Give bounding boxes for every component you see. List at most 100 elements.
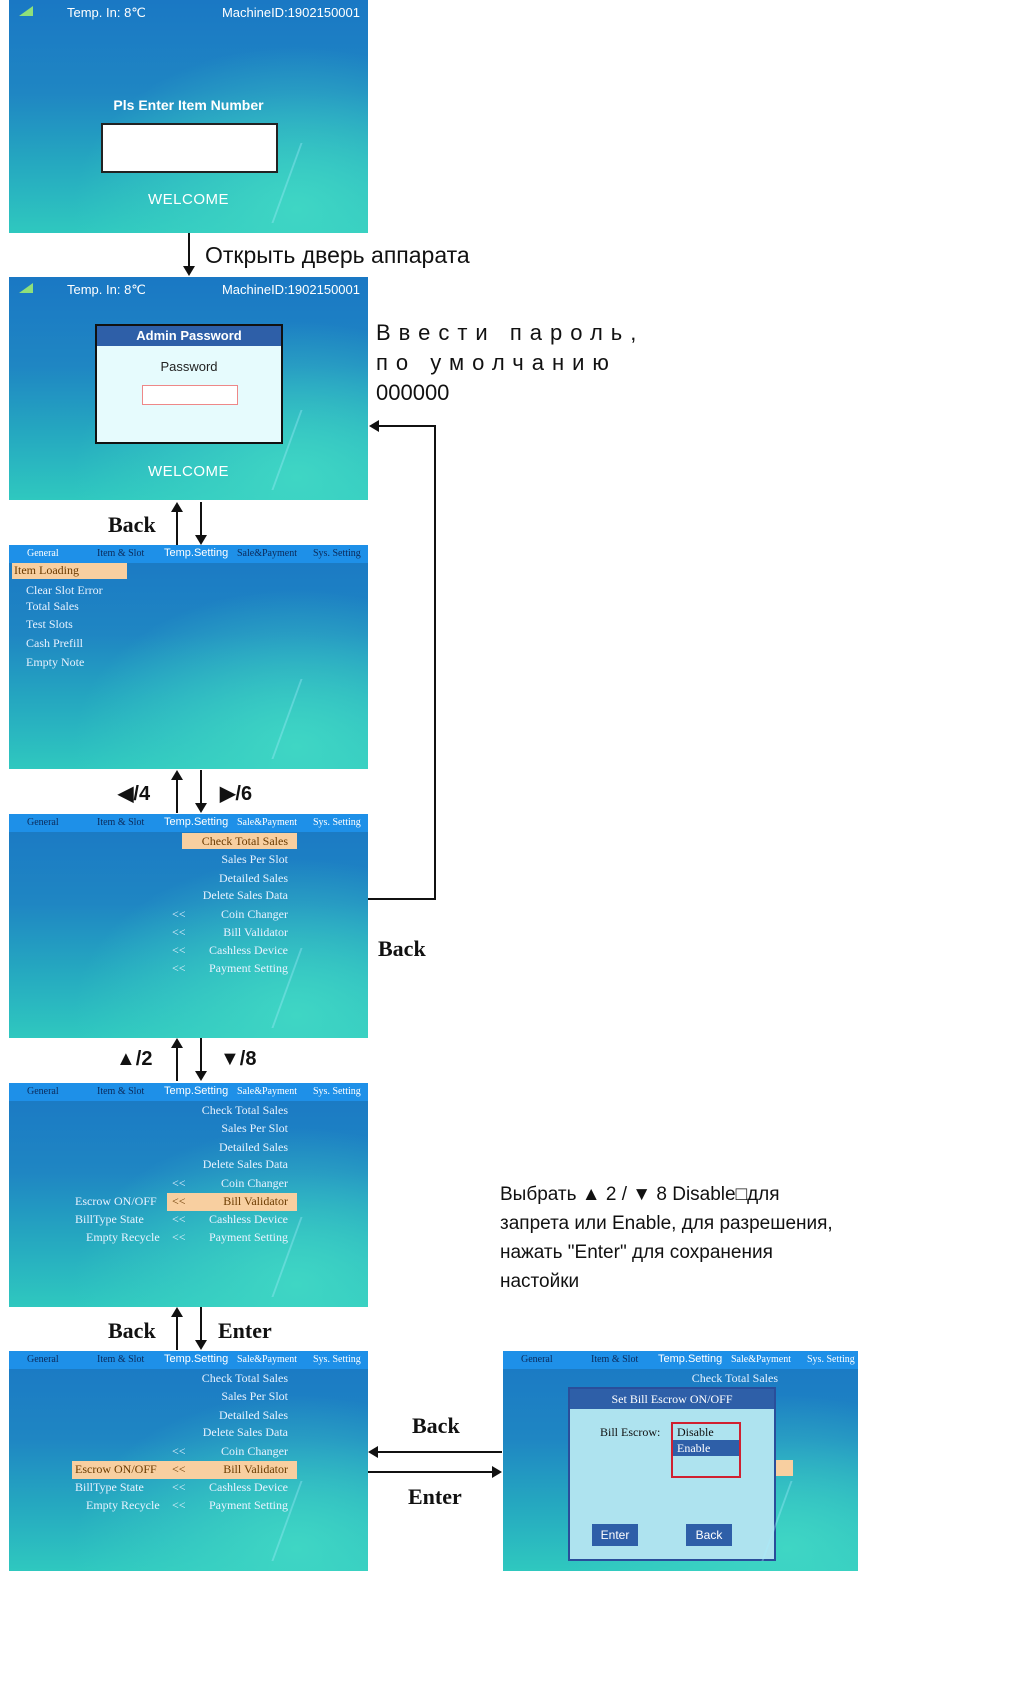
note-line: нажать "Enter" для сохранения [500, 1242, 773, 1263]
screen-bill-validator-selected: General Item & Slot Temp.Setting Sale&Pa… [9, 1083, 368, 1307]
menu-cashless-device[interactable]: Cashless Device [209, 1212, 288, 1226]
tab-item-slot[interactable]: Item & Slot [97, 1086, 145, 1097]
submenu-marker: << [172, 1176, 186, 1190]
arrow-up-5 [176, 1310, 178, 1350]
sub-billtype[interactable]: BillType State [75, 1212, 144, 1226]
menu-bill-validator[interactable]: Bill Validator [223, 925, 288, 939]
tab-temp-setting[interactable]: Temp.Setting [164, 1085, 229, 1097]
menu-check-total-sales[interactable]: Check Total Sales [201, 1371, 288, 1385]
tab-temp-setting[interactable]: Temp.Setting [658, 1353, 723, 1365]
tab-sys-setting[interactable]: Sys. Setting [313, 1354, 361, 1365]
menu-sales-per-slot[interactable]: Sales Per Slot [221, 1121, 288, 1135]
menu-cashless-device[interactable]: Cashless Device [209, 1480, 288, 1494]
tab-temp-setting[interactable]: Temp.Setting [164, 816, 229, 828]
menu-detailed-sales[interactable]: Detailed Sales [219, 1408, 288, 1422]
tab-general[interactable]: General [27, 817, 59, 828]
menu-check-total-sales[interactable]: Check Total Sales [691, 1371, 778, 1385]
submenu-marker: << [172, 943, 186, 957]
escrow-label: Bill Escrow: [600, 1425, 661, 1439]
tab-sale-payment[interactable]: Sale&Payment [237, 1086, 297, 1097]
menu-bill-validator[interactable]: Bill Validator [223, 1462, 288, 1476]
submenu-marker: << [172, 961, 186, 975]
tab-item-slot[interactable]: Item & Slot [591, 1354, 639, 1365]
menu-tabs: General Item & Slot Temp.Setting Sale&Pa… [9, 545, 368, 563]
note-line: Выбрать ▲ 2 / ▼ 8 Disable□для [500, 1184, 780, 1205]
menu-sales-per-slot[interactable]: Sales Per Slot [221, 852, 288, 866]
menu-cashless-device[interactable]: Cashless Device [209, 943, 288, 957]
left-4-label: ◀/4 [118, 783, 151, 805]
menu-coin-changer[interactable]: Coin Changer [221, 907, 288, 921]
menu-coin-changer[interactable]: Coin Changer [221, 1176, 288, 1190]
submenu-marker: << [172, 1480, 186, 1494]
menu-check-total-sales[interactable]: Check Total Sales [201, 834, 288, 848]
sub-escrow[interactable]: Escrow ON/OFF [75, 1194, 157, 1208]
menu-detailed-sales[interactable]: Detailed Sales [219, 1140, 288, 1154]
screen-escrow-dialog: General Item & Slot Temp.Setting Sale&Pa… [503, 1351, 858, 1571]
back-label: Back [412, 1413, 460, 1438]
escrow-options[interactable]: Disable Enable [671, 1422, 741, 1478]
menu-sales-per-slot[interactable]: Sales Per Slot [221, 1389, 288, 1403]
tab-item-slot[interactable]: Item & Slot [97, 817, 145, 828]
menu-item-empty-note[interactable]: Empty Note [26, 655, 85, 669]
password-input[interactable] [142, 385, 238, 405]
arrow-head-back-to-6 [368, 1446, 378, 1458]
screen-item-entry: Temp. In: 8℃ MachineID:1902150001 Pls En… [9, 0, 368, 233]
screen-general-menu: General Item & Slot Temp.Setting Sale&Pa… [9, 545, 368, 769]
back-label: Back [108, 512, 156, 537]
signal-icon [19, 283, 33, 293]
tab-sale-payment[interactable]: Sale&Payment [237, 1354, 297, 1365]
submenu-marker: << [172, 1498, 186, 1512]
menu-item-total-sales[interactable]: Total Sales [26, 599, 79, 613]
tab-sale-payment[interactable]: Sale&Payment [237, 548, 297, 559]
tab-sys-setting[interactable]: Sys. Setting [313, 1086, 361, 1097]
enter-button[interactable]: Enter [592, 1524, 638, 1546]
tab-general[interactable]: General [27, 1086, 59, 1097]
decor-graphic [271, 1217, 368, 1297]
menu-tabs: General Item & Slot Temp.Setting Sale&Pa… [9, 814, 368, 832]
tab-temp-setting[interactable]: Temp.Setting [164, 547, 229, 559]
tab-item-slot[interactable]: Item & Slot [97, 548, 145, 559]
back-button[interactable]: Back [686, 1524, 732, 1546]
sub-empty-recycle[interactable]: Empty Recycle [86, 1230, 160, 1244]
menu-item-loading[interactable]: Item Loading [12, 563, 127, 579]
arrow-down-4 [200, 1038, 202, 1076]
arrow-head-enter-to-7 [492, 1466, 502, 1478]
tab-general[interactable]: General [27, 1354, 59, 1365]
menu-coin-changer[interactable]: Coin Changer [221, 1444, 288, 1458]
tab-sale-payment[interactable]: Sale&Payment [731, 1354, 791, 1365]
menu-bill-validator[interactable]: Bill Validator [223, 1194, 288, 1208]
menu-item-cash-prefill[interactable]: Cash Prefill [26, 636, 83, 650]
tab-sys-setting[interactable]: Sys. Setting [313, 548, 361, 559]
menu-payment-setting[interactable]: Payment Setting [209, 1230, 288, 1244]
menu-delete-sales-data[interactable]: Delete Sales Data [202, 1425, 288, 1439]
menu-delete-sales-data[interactable]: Delete Sales Data [202, 1157, 288, 1171]
menu-item-clear-slot-error[interactable]: Clear Slot Error [26, 583, 103, 597]
menu-check-total-sales[interactable]: Check Total Sales [201, 1103, 288, 1117]
option-disable[interactable]: Disable [677, 1425, 714, 1439]
tab-sys-setting[interactable]: Sys. Setting [807, 1354, 855, 1365]
tab-general[interactable]: General [521, 1354, 553, 1365]
tab-temp-setting[interactable]: Temp.Setting [164, 1353, 229, 1365]
arrow-down-5 [200, 1307, 202, 1345]
right-6-label: ▶/6 [220, 783, 253, 805]
sub-empty-recycle[interactable]: Empty Recycle [86, 1498, 160, 1512]
arrow-up-4 [176, 1041, 178, 1081]
item-number-input[interactable] [101, 123, 278, 173]
tab-sys-setting[interactable]: Sys. Setting [313, 817, 361, 828]
menu-delete-sales-data[interactable]: Delete Sales Data [202, 888, 288, 902]
submenu-marker: << [172, 1194, 186, 1208]
welcome-text: WELCOME [147, 191, 229, 208]
arrow-head-down-5 [195, 1340, 207, 1350]
sub-billtype[interactable]: BillType State [75, 1480, 144, 1494]
tab-general[interactable]: General [27, 548, 59, 559]
option-enable[interactable]: Enable [673, 1440, 739, 1456]
menu-payment-setting[interactable]: Payment Setting [209, 961, 288, 975]
menu-detailed-sales[interactable]: Detailed Sales [219, 871, 288, 885]
tab-sale-payment[interactable]: Sale&Payment [237, 817, 297, 828]
menu-payment-setting[interactable]: Payment Setting [209, 1498, 288, 1512]
tab-item-slot[interactable]: Item & Slot [97, 1354, 145, 1365]
sub-escrow[interactable]: Escrow ON/OFF [75, 1462, 157, 1476]
menu-item-test-slots[interactable]: Test Slots [26, 617, 73, 631]
back-loop-vertical [434, 425, 436, 900]
arrow-back-to-6 [378, 1451, 502, 1453]
